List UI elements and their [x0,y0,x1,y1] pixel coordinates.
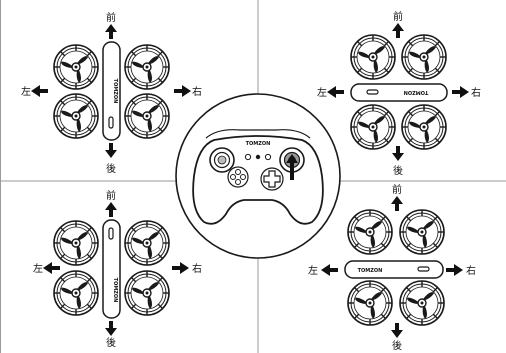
drone-brand-label: TOMZON [358,268,383,274]
label-forward: 前 [106,11,116,24]
drone-rotor-icon [125,221,169,265]
label-right: 右 [471,86,481,99]
drone-brand-label: TOMZON [112,278,118,303]
label-backward: 後 [106,336,116,349]
arrow-backward-icon [391,323,403,338]
drone-rotor-icon [351,105,395,149]
drone-horizontal: TOMZON [351,35,447,149]
label-forward: 前 [106,189,116,202]
drone-rotor-icon [348,210,392,254]
arrow-left-icon [31,85,48,97]
drone-light [367,90,378,94]
drone-body [351,84,447,101]
arrow-right-icon [174,85,191,97]
drone-rotor-icon [54,271,98,315]
face-buttons [228,167,248,187]
center-button [265,154,270,159]
center-button [256,155,260,159]
label-forward: 前 [393,10,403,23]
drone-brand-label: TOMZON [404,89,429,95]
controller-brand-label: TOMZON [246,141,271,147]
center-button [245,154,250,159]
arrow-backward-icon [105,321,117,336]
panel-top-right: TOMZON 前 後 左 右 [317,10,481,177]
drone-vertical: TOMZON [54,220,169,318]
label-backward: 後 [393,164,403,177]
panel-top-left: TOMZON 前 後 左 右 [21,11,202,175]
arrow-forward-icon [391,196,403,211]
label-left: 左 [308,264,318,277]
arrow-backward-icon [392,146,404,161]
arrow-right-icon [452,86,469,98]
drone-rotor-icon [54,94,98,138]
arrow-right-icon [172,262,189,274]
arrow-left-icon [43,262,60,274]
panel-bottom-left: TOMZON 前 後 左 右 [33,189,202,349]
drone-rotor-icon [400,281,444,325]
label-right: 右 [466,264,476,277]
arrow-forward-icon [392,23,404,38]
drone-rotor-icon [400,210,444,254]
label-left: 左 [21,85,31,98]
drone-rotor-icon [125,45,169,89]
drone-rotor-icon [348,281,392,325]
arrow-forward-icon [105,202,117,217]
label-right: 右 [192,85,202,98]
drone-vertical: TOMZON [54,42,169,140]
drone-rotor-icon [402,35,446,79]
drone-light [418,267,429,271]
drone-light [109,117,113,128]
label-backward: 後 [106,162,116,175]
drone-light [109,228,113,239]
drone-horizontal: TOMZON [345,210,444,325]
drone-brand-label: TOMZON [112,79,118,104]
drone-rotor-icon [351,35,395,79]
arrow-left-icon [321,264,338,276]
label-left: 左 [33,262,43,275]
drone-rotor-icon [125,271,169,315]
arrow-right-icon [446,264,463,276]
drone-rotor-icon [402,105,446,149]
label-right: 右 [192,262,202,275]
arrow-backward-icon [105,143,117,158]
drone-rotor-icon [54,45,98,89]
d-pad [261,168,283,190]
arrow-forward-icon [105,24,117,39]
controller-inset: TOMZON [176,94,340,258]
drone-rotor-icon [54,221,98,265]
label-forward: 前 [392,183,402,196]
arrow-left-icon [327,86,344,98]
drone-rotor-icon [125,94,169,138]
label-backward: 後 [392,339,402,352]
label-left: 左 [317,86,327,99]
